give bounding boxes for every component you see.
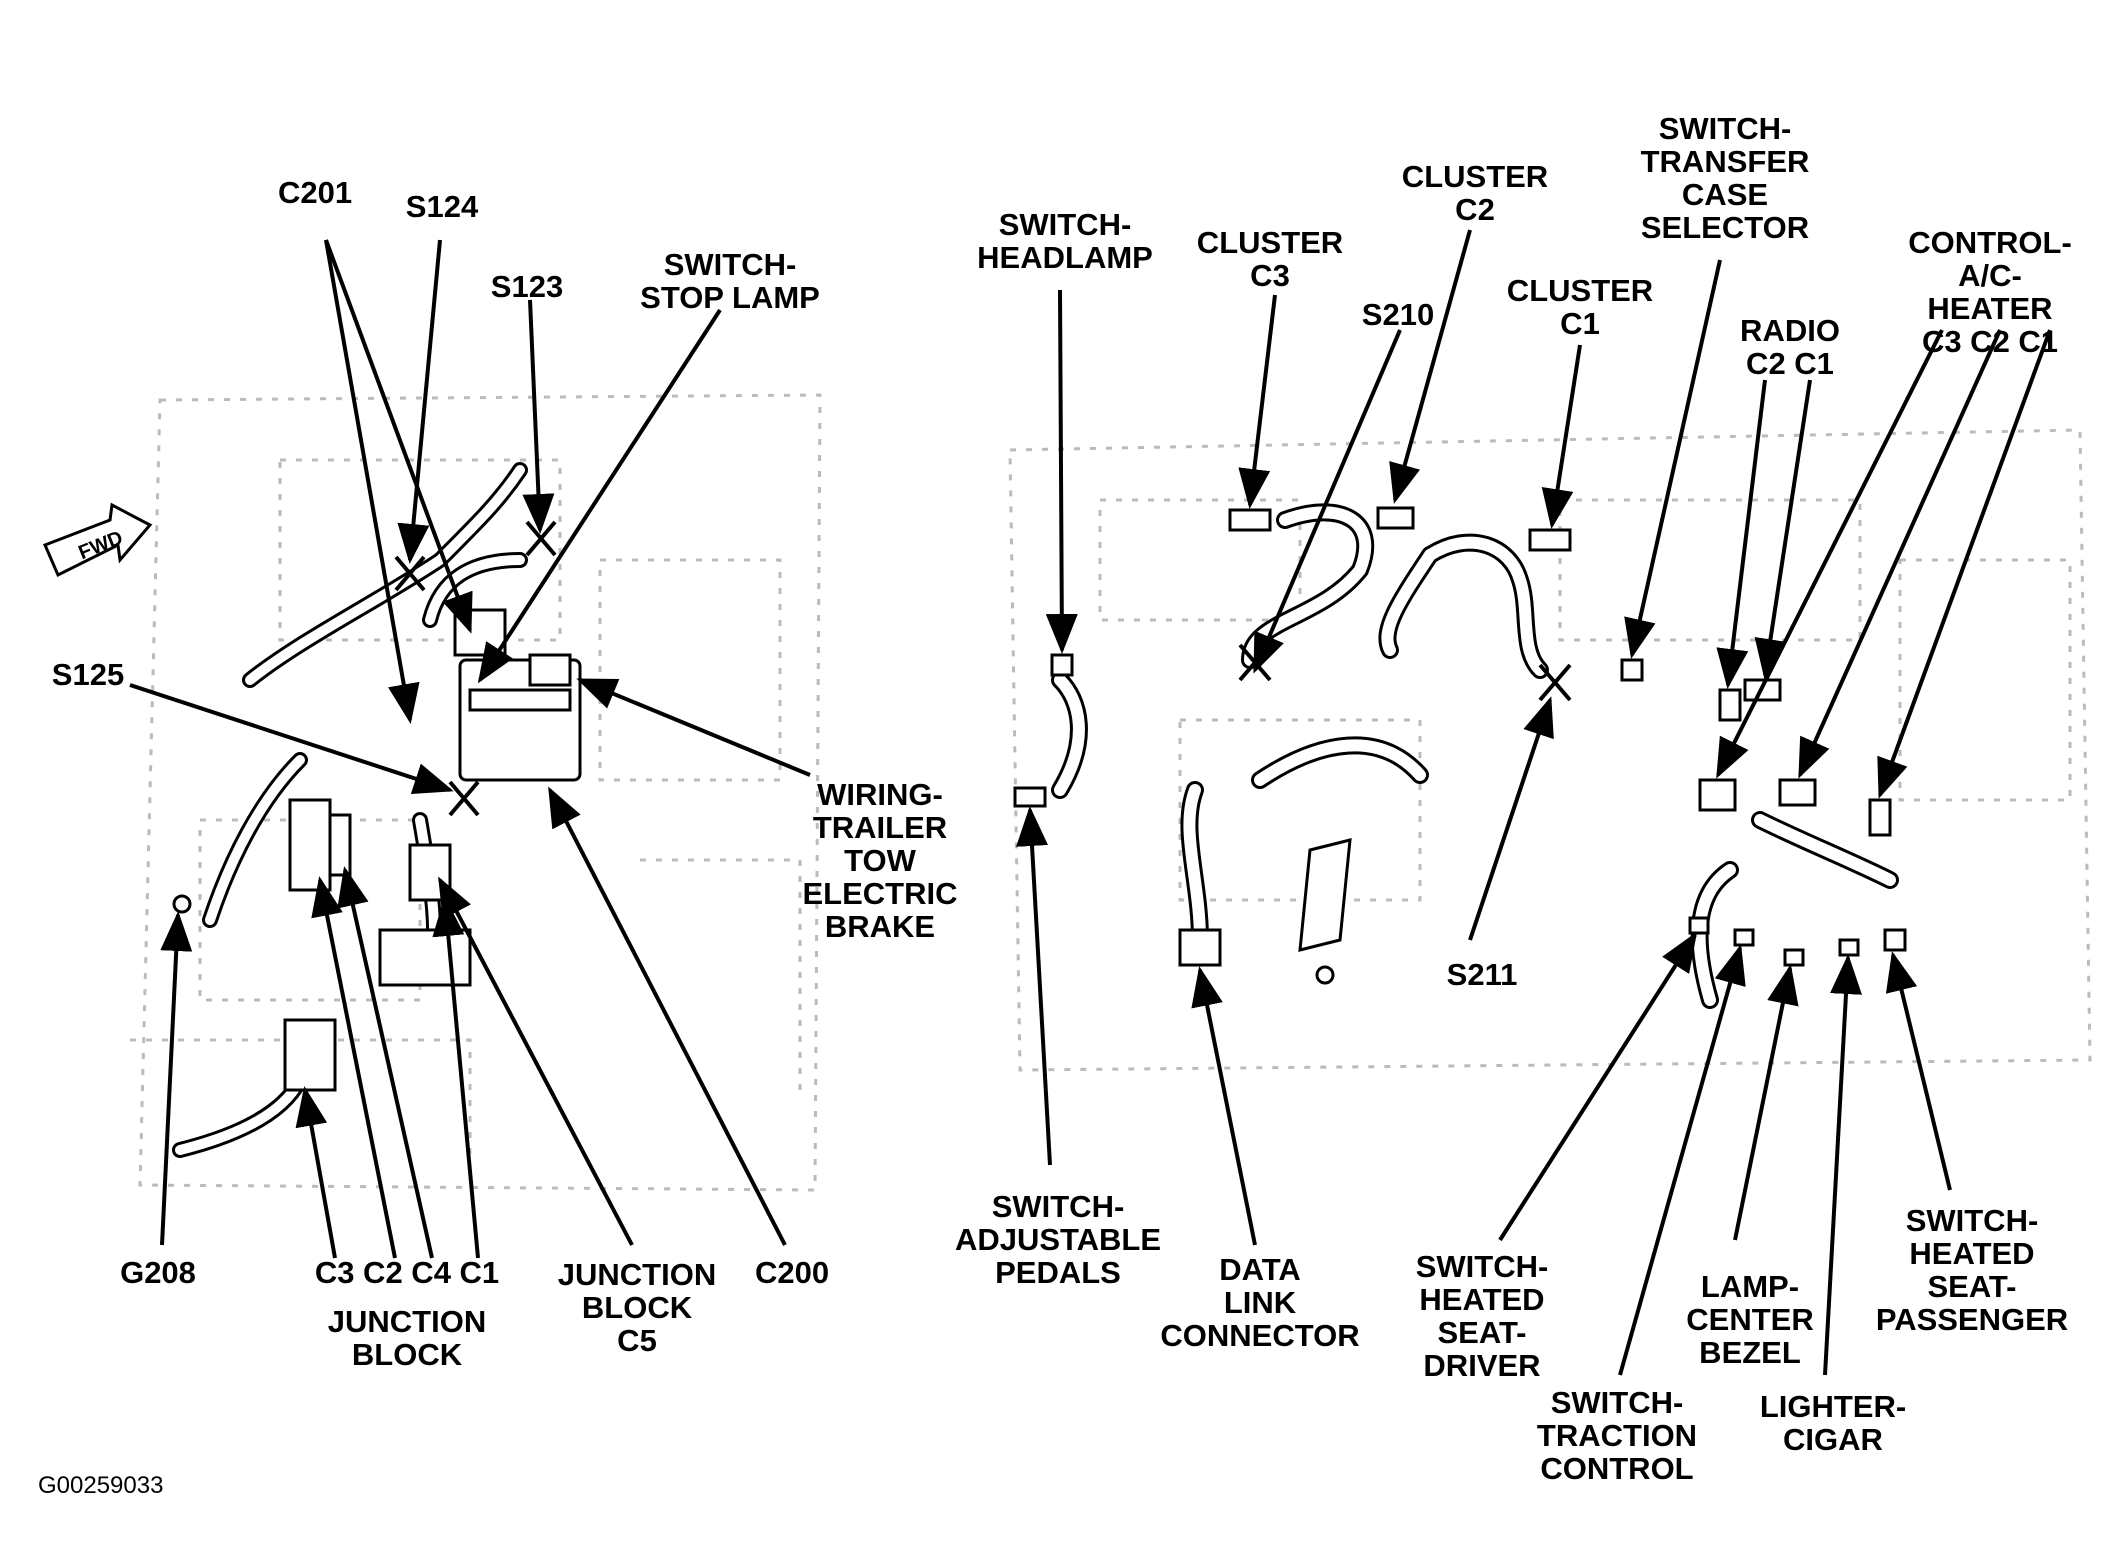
label-cluster-c2: CLUSTER C2 [1401, 159, 1549, 227]
left-components [172, 608, 582, 1092]
right-components [1013, 506, 1907, 985]
label-heated-seat-passenger: SWITCH- HEATED SEAT- PASSENGER [1875, 1203, 2069, 1337]
leader-arrows-right [1016, 229, 2052, 1376]
cluster-c1-connector [1528, 528, 1572, 552]
adjustable-pedals-connector [1013, 786, 1047, 808]
right-background-structure [1008, 428, 2092, 1072]
label-s211: S211 [1446, 957, 1518, 992]
figure-reference-code: G00259033 [38, 1472, 164, 1499]
label-s124: S124 [405, 189, 479, 224]
label-junction-block: JUNCTION BLOCK [327, 1304, 487, 1372]
fwd-arrow-icon [43, 502, 153, 578]
label-c201: C201 [277, 175, 353, 210]
label-lighter-cigar: LIGHTER- CIGAR [1759, 1389, 1907, 1457]
label-cluster-c1: CLUSTER C1 [1506, 273, 1654, 341]
splice-marks-right [1238, 643, 1572, 702]
label-s210: S210 [1361, 297, 1435, 332]
heated-seat-passenger-connector [1883, 928, 1907, 952]
label-s123: S123 [490, 269, 564, 304]
traction-control-connector [1733, 928, 1755, 947]
bracket-part [1298, 838, 1352, 952]
radio-c2-connector [1718, 688, 1742, 722]
label-data-link-connector: DATA LINK CONNECTOR [1160, 1252, 1360, 1353]
c200-connector [378, 928, 472, 987]
heated-seat-driver-connector [1688, 916, 1710, 935]
headlamp-switch-connector [1050, 653, 1074, 677]
ac-heater-c1-connector [1868, 798, 1892, 837]
cluster-c2-connector [1376, 506, 1415, 530]
label-switch-transfer: SWITCH- TRANSFER CASE SELECTOR [1640, 111, 1810, 245]
label-switch-headlamp: SWITCH- HEADLAMP [977, 207, 1153, 275]
ac-heater-c3-connector [1698, 778, 1737, 812]
label-radio: RADIO C2 C1 [1740, 313, 1840, 381]
jb-c3-connector [283, 1018, 337, 1092]
label-switch-stop-lamp: SWITCH- STOP LAMP [640, 247, 820, 315]
label-switch-adjustable-pedals: SWITCH- ADJUSTABLE PEDALS [954, 1189, 1162, 1290]
label-cluster-c3: CLUSTER C3 [1196, 225, 1344, 293]
label-g208: G208 [120, 1255, 196, 1290]
label-c200: C200 [754, 1255, 830, 1290]
label-s125: S125 [51, 657, 125, 692]
label-wiring-trailer: WIRING- TRAILER TOW ELECTRIC BRAKE [802, 777, 958, 944]
cluster-c3-connector [1228, 508, 1272, 532]
label-junction-block-c5: JUNCTION BLOCK C5 [557, 1257, 717, 1358]
cigar-lighter-connector [1838, 938, 1860, 957]
label-lamp-center-bezel: LAMP- CENTER BEZEL [1686, 1269, 1814, 1370]
g208-ground [172, 894, 192, 914]
transfer-case-connector [1620, 658, 1644, 682]
center-bezel-lamp-connector [1783, 948, 1805, 967]
label-heated-seat-driver: SWITCH- HEATED SEAT- DRIVER [1415, 1249, 1549, 1383]
data-link-connector [1178, 928, 1222, 967]
label-control-ac-heater: CONTROL- A/C-HEATER C3 C2 C1 [1908, 225, 2072, 359]
trailer-tow-connector [528, 653, 572, 687]
label-traction-control: SWITCH- TRACTION CONTROL [1536, 1385, 1698, 1486]
left-harness-inner [175, 465, 525, 1155]
ac-heater-c2-connector [1778, 778, 1817, 807]
jb-c3-c4-connectors [288, 798, 332, 892]
stop-lamp-switch [453, 608, 507, 657]
label-jb-connectors: C3 C2 C4 C1 [314, 1255, 500, 1290]
fastener [1315, 965, 1335, 985]
leader-arrows-left [129, 239, 811, 1259]
